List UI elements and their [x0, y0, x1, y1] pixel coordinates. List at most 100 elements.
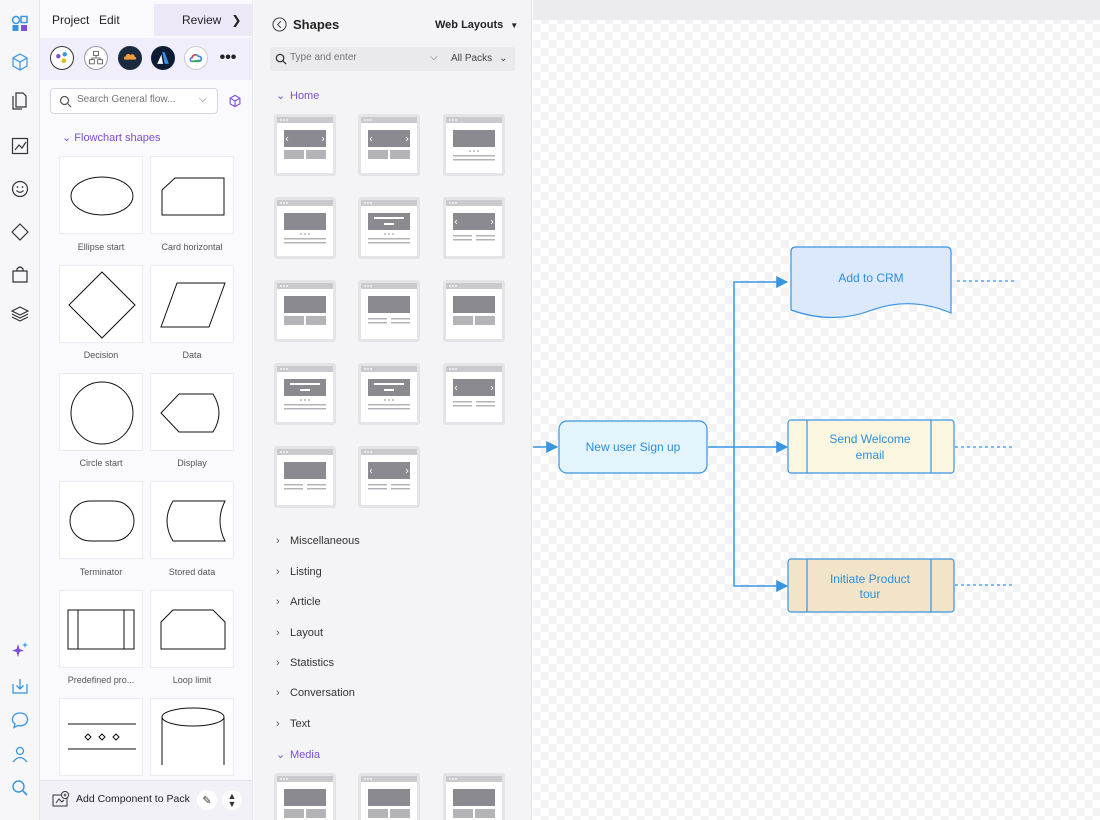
diagram-canvas[interactable]: New user Sign up Add to CRM Send Welcome…	[533, 0, 1100, 820]
connector-crm[interactable]	[733, 276, 789, 447]
node-crm[interactable]	[790, 246, 952, 319]
layout-thumbnail[interactable]	[358, 363, 420, 425]
layout-thumbnail[interactable]	[358, 197, 420, 259]
shapes-icon[interactable]	[8, 12, 32, 36]
layout-thumbnail[interactable]	[274, 280, 336, 342]
review-button[interactable]: Review ❯	[154, 4, 252, 36]
shapes-search-input[interactable]	[290, 52, 400, 63]
chevron-right-icon: ›	[276, 596, 280, 608]
top-menu-bar: Project Edit Review ❯	[40, 0, 252, 38]
pages-icon[interactable]	[8, 88, 32, 112]
data-shape[interactable]	[150, 265, 234, 343]
node-signup[interactable]	[558, 420, 708, 474]
comment-icon[interactable]	[8, 708, 32, 732]
node-welcome-text-1: Send Welcome	[829, 432, 910, 446]
more-packs-icon[interactable]: •••	[219, 49, 237, 66]
chevron-right-icon: ❯	[231, 13, 242, 27]
node-tour-text-2: tour	[860, 587, 881, 601]
layout-thumbnail[interactable]	[274, 114, 336, 176]
circle-start-shape[interactable]	[59, 373, 143, 451]
chart-icon[interactable]	[8, 134, 32, 158]
cube-pack-icon[interactable]	[228, 94, 242, 108]
layout-thumbnail[interactable]	[443, 114, 505, 176]
category-text[interactable]: ›Text	[276, 718, 310, 730]
layout-thumbnail[interactable]	[274, 446, 336, 508]
layout-thumbnail[interactable]	[443, 773, 505, 820]
layout-thumbnail[interactable]	[443, 363, 505, 425]
decision-shape[interactable]	[59, 265, 143, 343]
menu-project[interactable]: Project	[52, 13, 90, 27]
search-icon	[59, 95, 72, 108]
library-dropdown[interactable]: Web Layouts▼	[435, 19, 518, 31]
category-media[interactable]: ⌄Media	[276, 748, 320, 761]
layout-thumbnail[interactable]	[358, 114, 420, 176]
layout-thumbnail[interactable]	[443, 280, 505, 342]
node-welcome[interactable]	[787, 419, 955, 474]
connector-tour[interactable]	[733, 447, 789, 592]
flowchart-pack-icon[interactable]	[84, 46, 108, 70]
layout-thumbnail[interactable]	[358, 280, 420, 342]
packs-dropdown[interactable]: All Packs⌄	[451, 53, 508, 64]
chevron-right-icon: ›	[276, 627, 280, 639]
display-shape[interactable]	[150, 373, 234, 451]
category-article[interactable]: › Article	[276, 596, 321, 608]
layout-thumbnail[interactable]	[358, 773, 420, 820]
terminator-shape[interactable]	[59, 481, 143, 559]
chevron-down-icon: ⌄	[276, 90, 286, 102]
shapes-library-panel: Shapes Web Layouts▼ ⌵ All Packs⌄ ⌄Home ›…	[254, 0, 532, 820]
diamond-icon[interactable]	[8, 220, 32, 244]
ellipse-start-shape[interactable]	[59, 156, 143, 234]
category-miscellaneous[interactable]: ›Miscellaneous	[276, 535, 360, 547]
card-horizontal-shape[interactable]	[150, 156, 234, 234]
menu-edit[interactable]: Edit	[99, 13, 120, 27]
layout-thumbnail[interactable]	[358, 446, 420, 508]
general-flowchart-pack-icon[interactable]	[50, 46, 74, 70]
layout-thumbnail[interactable]	[274, 197, 336, 259]
edit-pencil-icon[interactable]: ✎	[197, 790, 217, 810]
shape-label: Predefined pro...	[67, 675, 135, 685]
azure-pack-icon[interactable]	[151, 46, 175, 70]
chevron-right-icon: ›	[276, 535, 280, 547]
predefined-process-shape[interactable]	[59, 590, 143, 668]
loop-limit-shape[interactable]	[150, 590, 234, 668]
shape-label: Data	[182, 350, 202, 360]
database-shape[interactable]	[150, 698, 234, 776]
reorder-arrows-icon[interactable]: ▲▼	[222, 790, 242, 810]
category-layout[interactable]: ›Layout	[276, 627, 323, 639]
node-tour[interactable]	[787, 558, 955, 613]
category-listing[interactable]: ›Listing	[276, 566, 322, 578]
layout-thumbnail[interactable]	[274, 773, 336, 820]
google-cloud-pack-icon[interactable]	[184, 46, 208, 70]
layout-thumbnail[interactable]	[443, 197, 505, 259]
category-label: Article	[290, 596, 321, 608]
aws-pack-icon[interactable]	[118, 46, 142, 70]
shapes-search-box	[270, 47, 515, 71]
flowchart-shapes-section-header[interactable]: ⌄ Flowchart shapes	[62, 131, 161, 144]
general-flowchart-panel: Project Edit Review ❯ ••• ⌵ ⌄ Flowchart …	[40, 0, 253, 820]
category-home[interactable]: ⌄Home	[276, 89, 319, 102]
layout-thumbnail[interactable]	[274, 363, 336, 425]
layers-icon[interactable]	[8, 302, 32, 326]
flow-search-input[interactable]	[77, 94, 182, 105]
shape-label: Stored data	[168, 567, 216, 577]
import-icon[interactable]	[8, 674, 32, 698]
category-conversation[interactable]: ›Conversation	[276, 687, 355, 699]
add-component-to-pack-button[interactable]: Add Component to Pack	[52, 791, 190, 807]
bag-icon[interactable]	[8, 262, 32, 286]
add-component-icon	[52, 791, 69, 807]
collaborators-icon[interactable]	[8, 742, 32, 766]
emoji-icon[interactable]	[8, 177, 32, 201]
category-statistics[interactable]: ›Statistics	[276, 657, 334, 669]
stored-data-shape[interactable]	[150, 481, 234, 559]
expand-double-chevron-icon[interactable]: ⌵	[199, 94, 207, 105]
canvas-top-strip	[533, 0, 1100, 20]
zoom-icon[interactable]	[8, 776, 32, 800]
left-icon-rail	[0, 0, 40, 820]
category-label: Media	[290, 749, 320, 761]
category-label: Listing	[290, 566, 322, 578]
cube-icon[interactable]	[8, 50, 32, 74]
collate-lines-shape[interactable]	[59, 698, 143, 776]
back-circle-icon[interactable]	[272, 17, 287, 32]
sparkle-icon[interactable]	[8, 638, 32, 662]
node-welcome-text-2: email	[856, 448, 885, 462]
